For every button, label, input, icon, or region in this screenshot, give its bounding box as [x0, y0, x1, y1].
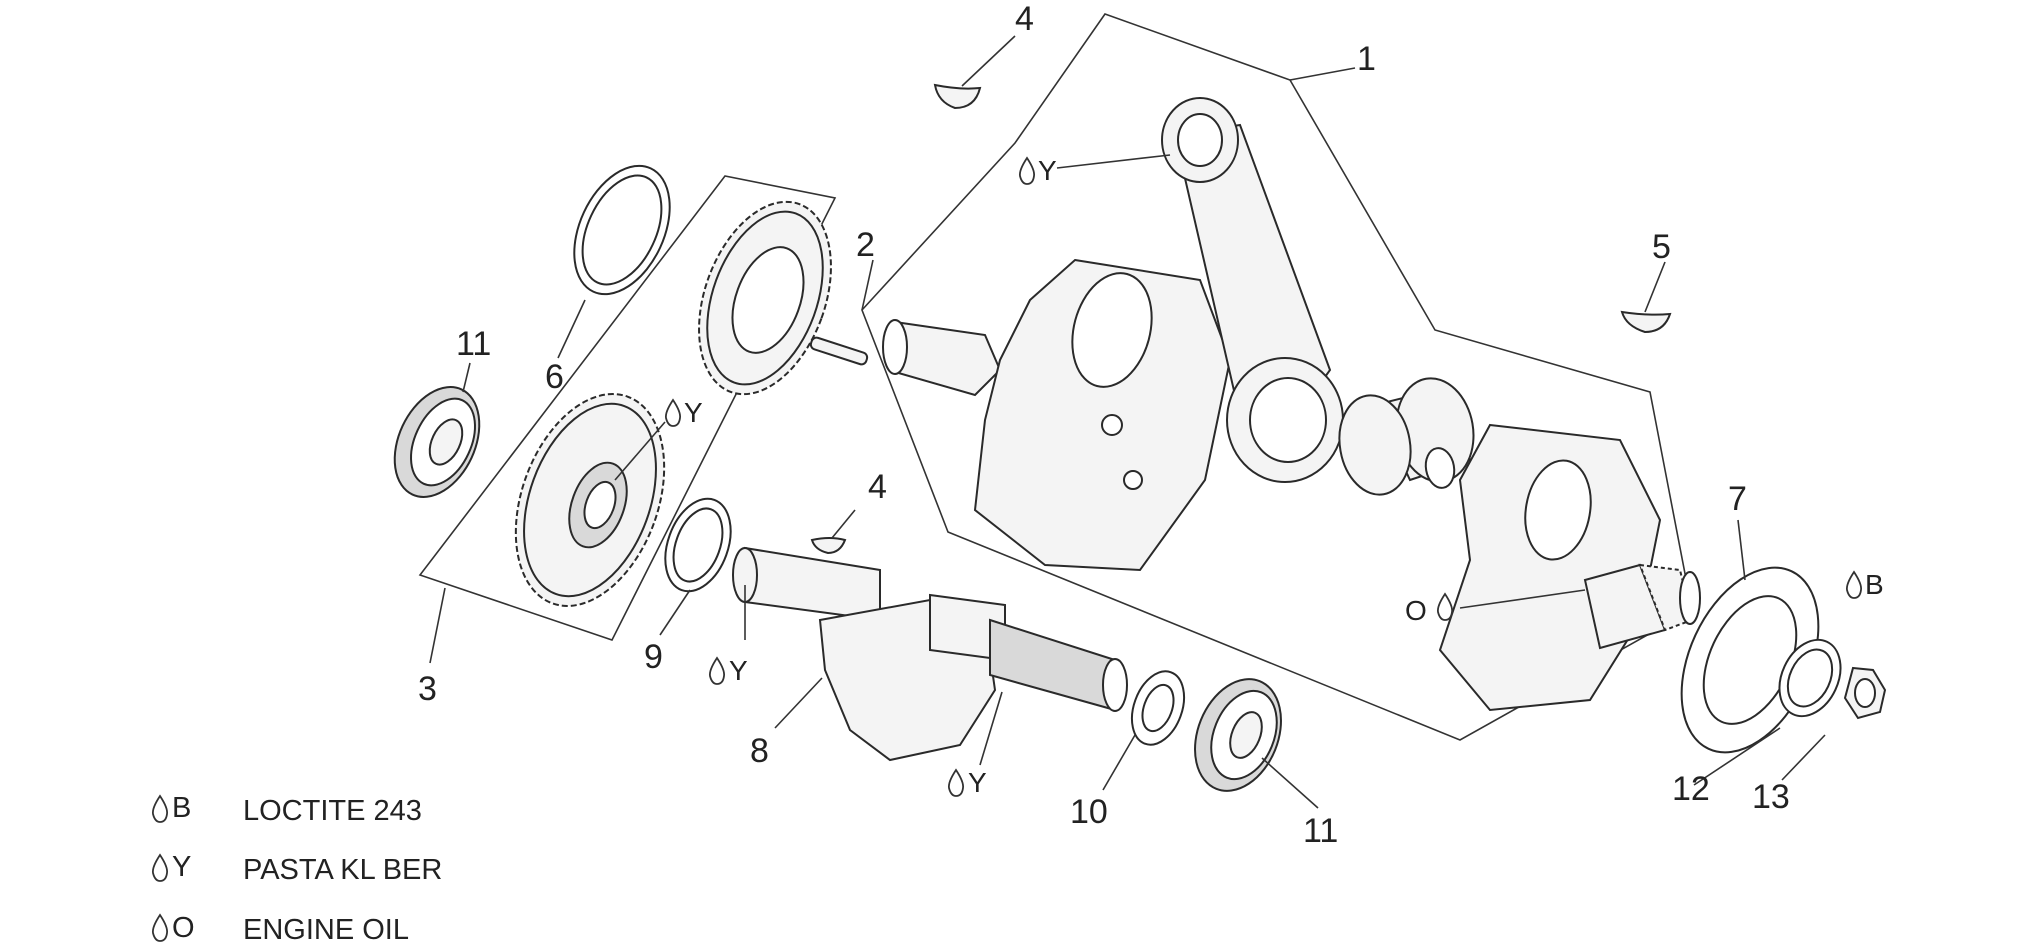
drop-icon — [947, 768, 965, 797]
ring-10 — [1130, 670, 1186, 746]
legend-code: O — [172, 912, 195, 944]
callout-9: 9 — [644, 638, 663, 676]
drop-icon — [1018, 156, 1036, 185]
note-b-loctite: B — [1865, 569, 1884, 600]
drop-icon — [664, 398, 682, 427]
legend-code: B — [172, 792, 191, 824]
callout-13: 13 — [1752, 778, 1790, 816]
ring-6 — [573, 164, 671, 296]
callout-5: 5 — [1652, 228, 1671, 266]
gear-upper — [698, 200, 832, 396]
callout-3: 3 — [418, 670, 437, 708]
compound-notes: Y Y Y Y O B — [664, 155, 1884, 798]
gear-lower — [514, 393, 666, 607]
key-4-lower — [810, 537, 847, 555]
nut-13 — [1843, 666, 1887, 720]
bearing-11-right — [1194, 678, 1282, 792]
crankshaft-8 — [732, 546, 1128, 762]
leader-lines — [429, 35, 1826, 809]
ring-9 — [664, 497, 732, 593]
legend-row-o: O ENGINE OIL — [151, 912, 409, 944]
callout-12: 12 — [1672, 770, 1710, 808]
legend-row-b: B LOCTITE 243 — [151, 792, 422, 827]
bearing-11-left — [393, 386, 481, 498]
note-y-shaft: Y — [968, 767, 987, 798]
drop-icon — [708, 656, 726, 685]
legend-label: ENGINE OIL — [243, 914, 409, 944]
callout-6: 6 — [545, 358, 564, 396]
legend-label: PASTA KL BER — [243, 854, 442, 886]
drop-icon — [1845, 570, 1863, 599]
legend: B LOCTITE 243 Y PASTA KL BER O ENGINE OI… — [151, 792, 442, 944]
connecting-rod — [1161, 97, 1344, 483]
crank-web-left — [882, 258, 1232, 572]
note-y-gear: Y — [684, 397, 703, 428]
crank-pin — [1338, 377, 1475, 496]
callout-2: 2 — [856, 226, 875, 264]
callout-7: 7 — [1728, 480, 1747, 518]
callout-1: 1 — [1357, 40, 1376, 78]
key-4-top — [933, 83, 982, 110]
legend-row-y: Y PASTA KL BER — [151, 851, 442, 886]
callout-11-right: 11 — [1303, 812, 1338, 850]
drop-icon — [151, 853, 169, 882]
callout-8: 8 — [750, 732, 769, 770]
drop-icon — [1436, 592, 1454, 621]
drop-icon — [151, 794, 169, 823]
key-5 — [1620, 310, 1672, 334]
pin-2 — [809, 336, 869, 366]
drop-icon — [151, 913, 169, 942]
ring-12 — [1778, 638, 1842, 718]
callout-4-lower: 4 — [868, 468, 887, 506]
crank-web-right — [1438, 423, 1701, 712]
callout-numbers: 1 2 3 4 4 5 6 7 8 9 10 11 11 12 13 — [418, 0, 1790, 850]
callout-4-top: 4 — [1015, 0, 1034, 38]
group-outline-3 — [418, 175, 837, 641]
note-y-crank: Y — [729, 655, 748, 686]
callout-11-left: 11 — [456, 325, 491, 363]
legend-label: LOCTITE 243 — [243, 795, 422, 827]
callout-10: 10 — [1070, 793, 1108, 831]
note-o-oil: O — [1405, 595, 1427, 626]
legend-code: Y — [172, 851, 191, 883]
note-y-conrod: Y — [1038, 155, 1057, 186]
